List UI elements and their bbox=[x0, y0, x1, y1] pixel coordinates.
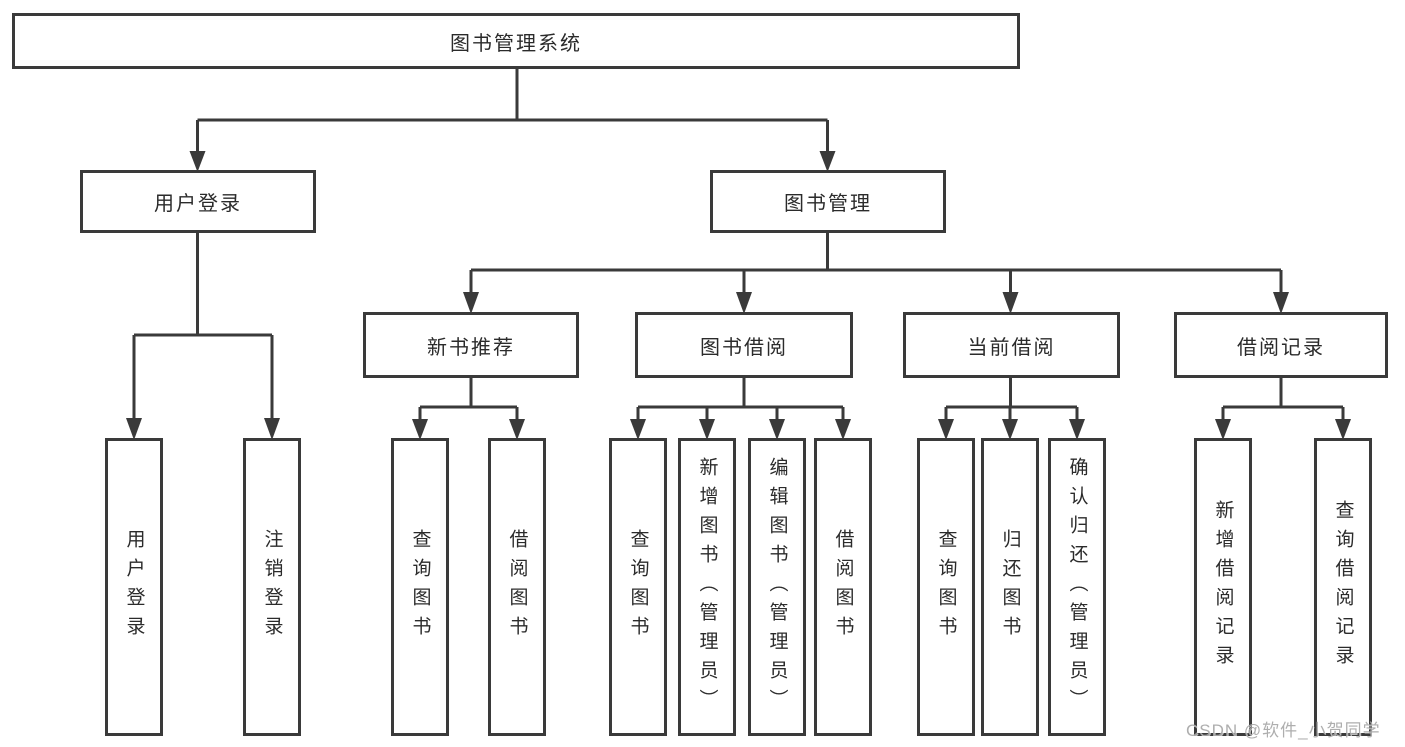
node-user-login: 用户登录 bbox=[80, 170, 316, 233]
leaf-newbook-borrow-book-label: 借阅图书 bbox=[506, 529, 528, 645]
leaf-borrow-borrow-book-label: 借阅图书 bbox=[832, 529, 854, 645]
node-book-borrow: 图书借阅 bbox=[635, 312, 853, 378]
leaf-newbook-query-book-label: 查询图书 bbox=[409, 529, 431, 645]
leaf-borrow-add-book-admin-label: 新增图书（管理员） bbox=[696, 456, 718, 718]
leaf-current-return-book-label: 归还图书 bbox=[999, 529, 1021, 645]
leaf-newbook-query-book: 查询图书 bbox=[391, 438, 449, 736]
leaf-user-login: 用户登录 bbox=[105, 438, 163, 736]
node-book-management: 图书管理 bbox=[710, 170, 946, 233]
node-current-borrow-label: 当前借阅 bbox=[967, 336, 1056, 359]
leaf-borrow-query-book-label: 查询图书 bbox=[627, 529, 649, 645]
node-book-management-label: 图书管理 bbox=[784, 193, 872, 215]
node-root-system-label: 图书管理系统 bbox=[450, 32, 582, 55]
leaf-logout: 注销登录 bbox=[243, 438, 301, 736]
leaf-current-return-book: 归还图书 bbox=[981, 438, 1039, 736]
leaf-records-query-record-label: 查询借阅记录 bbox=[1332, 500, 1354, 674]
connector-root-to-branches bbox=[189, 68, 836, 172]
leaf-newbook-borrow-book: 借阅图书 bbox=[488, 438, 546, 736]
leaf-current-query-book-label: 查询图书 bbox=[935, 529, 957, 645]
node-new-book-recommend: 新书推荐 bbox=[363, 312, 579, 378]
node-new-book-recommend-label: 新书推荐 bbox=[427, 336, 515, 359]
node-current-borrow: 当前借阅 bbox=[903, 312, 1120, 378]
connector-login-to-leaves bbox=[126, 233, 280, 440]
node-user-login-label: 用户登录 bbox=[154, 193, 242, 215]
leaf-current-confirm-return-admin-label: 确认归还（管理员） bbox=[1066, 456, 1088, 718]
leaf-current-confirm-return-admin: 确认归还（管理员） bbox=[1048, 438, 1106, 736]
leaf-records-add-record-label: 新增借阅记录 bbox=[1212, 500, 1234, 674]
leaf-logout-label: 注销登录 bbox=[261, 529, 283, 645]
leaf-records-add-record: 新增借阅记录 bbox=[1194, 438, 1252, 736]
node-book-borrow-label: 图书借阅 bbox=[700, 336, 788, 359]
leaf-borrow-add-book-admin: 新增图书（管理员） bbox=[678, 438, 736, 736]
leaf-records-query-record: 查询借阅记录 bbox=[1314, 438, 1372, 736]
connector-current-to-leaves bbox=[938, 378, 1085, 440]
leaf-current-query-book: 查询图书 bbox=[917, 438, 975, 736]
node-borrow-records-label: 借阅记录 bbox=[1237, 336, 1325, 359]
node-root-system: 图书管理系统 bbox=[12, 13, 1020, 69]
connector-borrow-to-leaves bbox=[630, 378, 851, 440]
leaf-borrow-borrow-book: 借阅图书 bbox=[814, 438, 872, 736]
connector-records-to-leaves bbox=[1215, 378, 1351, 440]
connector-mgmt-to-sections bbox=[463, 233, 1289, 314]
leaf-user-login-label: 用户登录 bbox=[123, 529, 145, 645]
leaf-borrow-edit-book-admin-label: 编辑图书（管理员） bbox=[766, 456, 788, 718]
leaf-borrow-edit-book-admin: 编辑图书（管理员） bbox=[748, 438, 806, 736]
connector-newbook-to-leaves bbox=[412, 378, 525, 440]
leaf-borrow-query-book: 查询图书 bbox=[609, 438, 667, 736]
csdn-watermark: CSDN @软件_小贺同学 bbox=[1186, 721, 1381, 740]
node-borrow-records: 借阅记录 bbox=[1174, 312, 1388, 378]
